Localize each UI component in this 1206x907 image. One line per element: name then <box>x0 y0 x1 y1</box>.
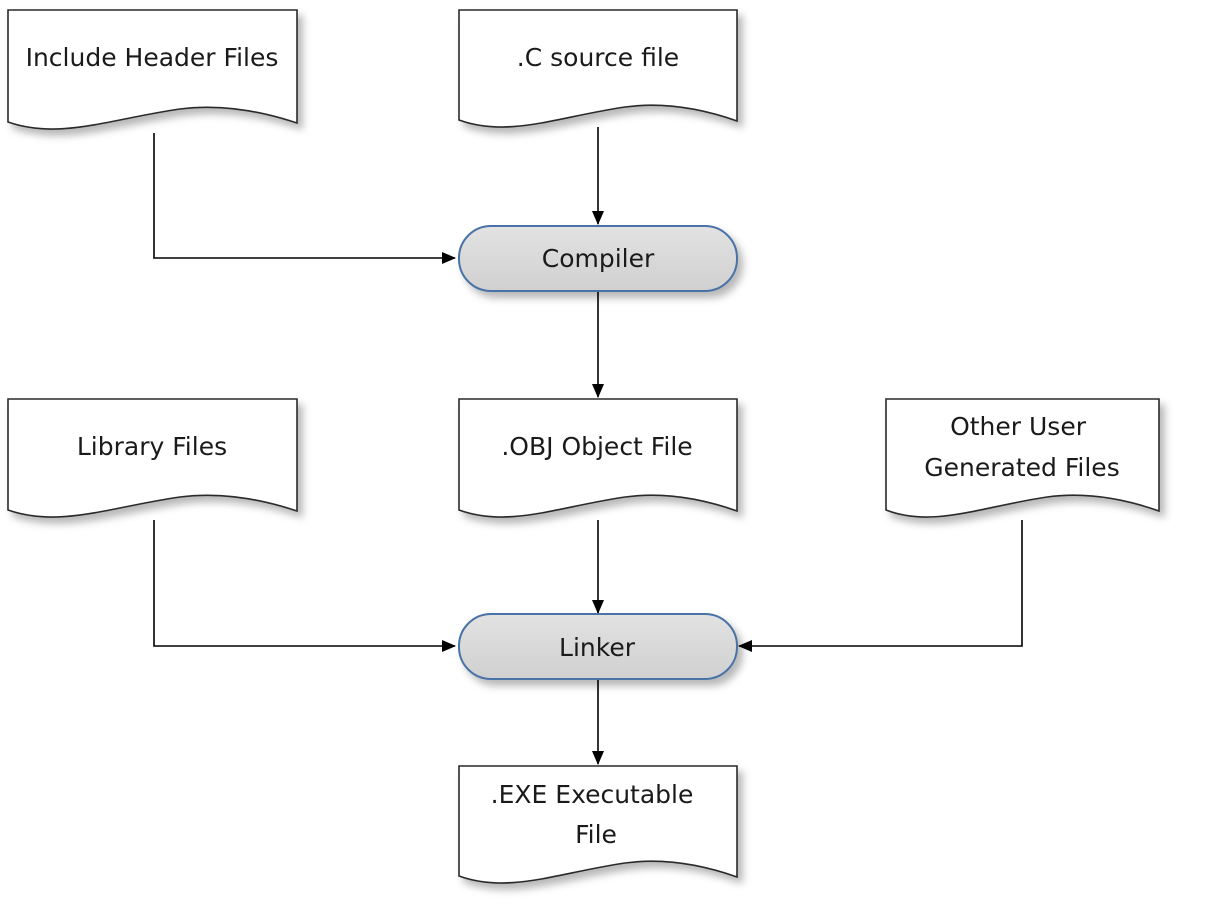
obj-object-file-label: .OBJ Object File <box>501 432 692 461</box>
c-source-file-document: .C source file <box>458 9 738 128</box>
edge-library-to-linker <box>153 520 456 652</box>
include-header-files-document: Include Header Files <box>7 9 298 130</box>
exe-executable-file-document: .EXE Executable File <box>458 765 738 884</box>
edge-include-to-compiler <box>153 133 456 264</box>
library-files-label: Library Files <box>77 432 227 461</box>
edge-other-to-linker <box>738 520 1023 652</box>
compiler-process: Compiler <box>458 225 738 292</box>
linker-process: Linker <box>458 613 738 680</box>
c-source-file-label: .C source file <box>517 43 679 72</box>
include-header-files-label: Include Header Files <box>26 43 279 72</box>
obj-object-file-document: .OBJ Object File <box>458 398 738 518</box>
compiler-label: Compiler <box>542 244 655 273</box>
library-files-document: Library Files <box>7 398 298 518</box>
linker-label: Linker <box>559 633 636 662</box>
exe-executable-file-label: .EXE Executable File <box>491 780 702 849</box>
connectors <box>153 127 1023 765</box>
other-user-generated-files-document: Other User Generated Files <box>885 398 1160 518</box>
other-user-generated-files-label: Other User Generated Files <box>924 412 1119 482</box>
